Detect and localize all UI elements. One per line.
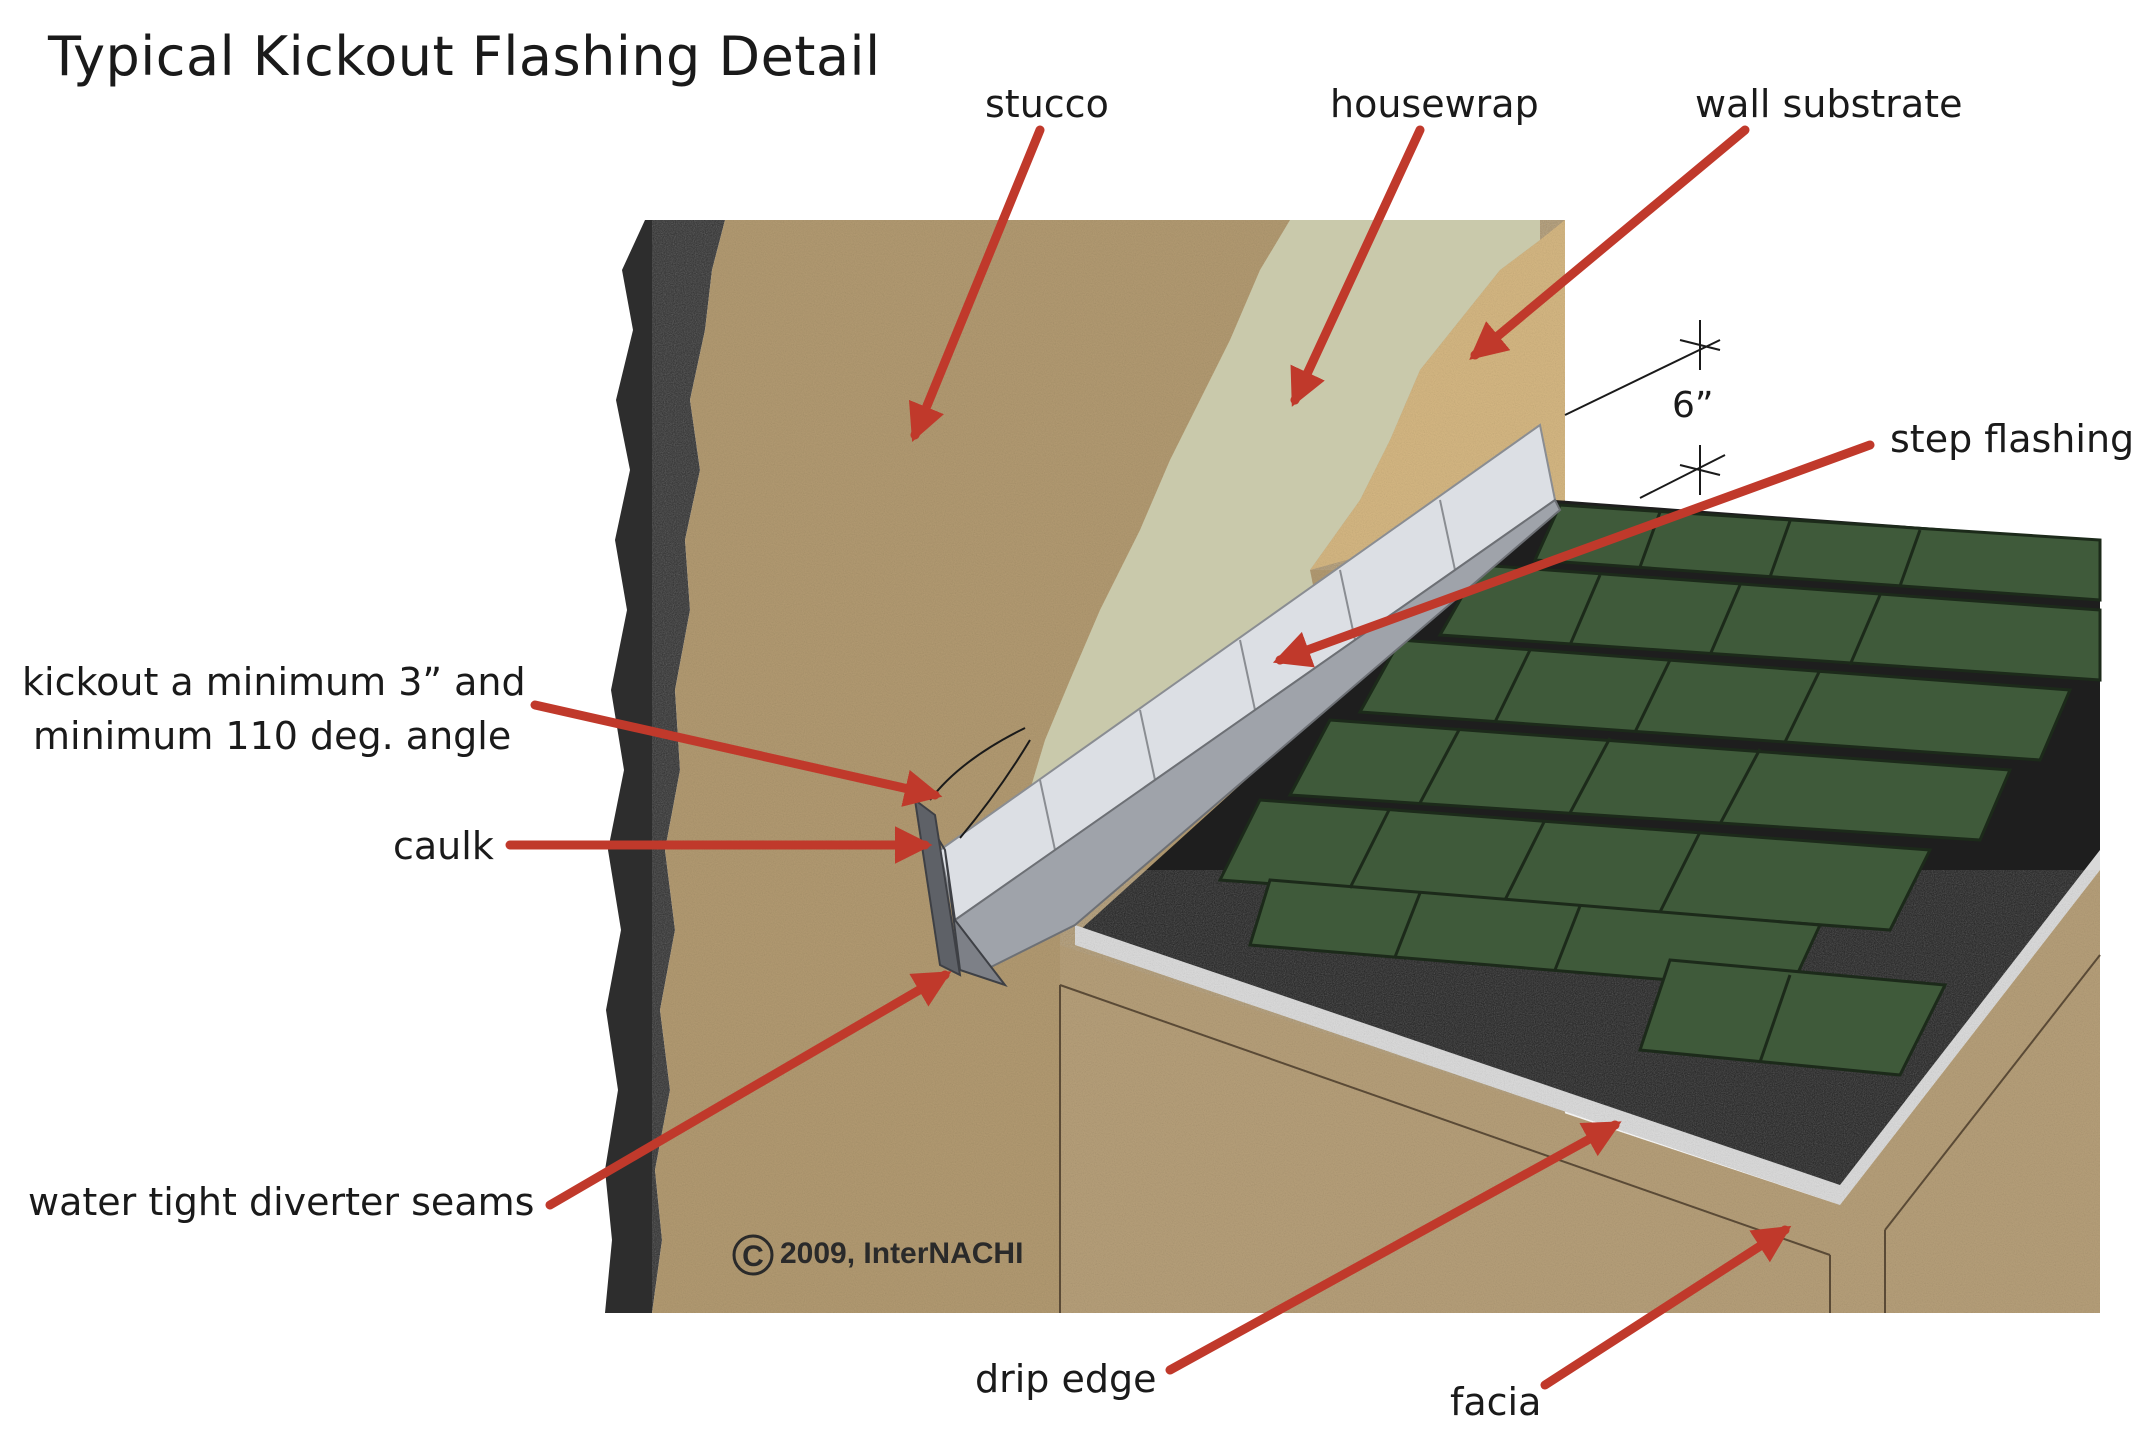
housewrap — [1030, 220, 1540, 790]
facia-board — [1060, 870, 2100, 1313]
facia-arrow — [1540, 1225, 1792, 1390]
wall-substrate-label: wall substrate — [1695, 82, 1963, 126]
kickout-label-line1: kickout a minimum 3” and — [22, 660, 526, 704]
diverter-seams-label: water tight diverter seams — [28, 1180, 535, 1224]
svg-text:C: C — [742, 1240, 764, 1273]
copyright-text: 2009, InterNACHI — [780, 1237, 1024, 1270]
step-flashing-label: step flashing — [1890, 417, 2135, 461]
housewrap-label: housewrap — [1330, 82, 1539, 126]
wall-substrate-arrow — [1469, 125, 1750, 360]
diagram-title: Typical Kickout Flashing Detail — [48, 25, 881, 88]
kickout-arrow — [530, 700, 943, 807]
kickout-label-line2: minimum 110 deg. angle — [33, 714, 512, 758]
stucco-label: stucco — [985, 82, 1109, 126]
six-inch-label: 6” — [1672, 385, 1714, 426]
step-flashing-arrow — [1272, 440, 1875, 668]
kickout-angle-arc — [959, 739, 1031, 839]
drip-edge-label: drip edge — [975, 1357, 1157, 1401]
caulk-label: caulk — [393, 824, 494, 868]
drip-edge-arrow — [1165, 1120, 1622, 1375]
stucco-arrow — [908, 125, 1045, 442]
facia-label: facia — [1450, 1380, 1542, 1424]
diverter-seams-arrow — [545, 970, 952, 1210]
housewrap-arrow — [1290, 125, 1425, 407]
copyright-icon — [732, 1234, 774, 1276]
six-inch-dimension — [1564, 320, 1726, 499]
roof-shingles — [1217, 503, 2102, 1077]
wall-cut-edge — [605, 220, 725, 1313]
kickout-diverter — [914, 799, 1008, 987]
